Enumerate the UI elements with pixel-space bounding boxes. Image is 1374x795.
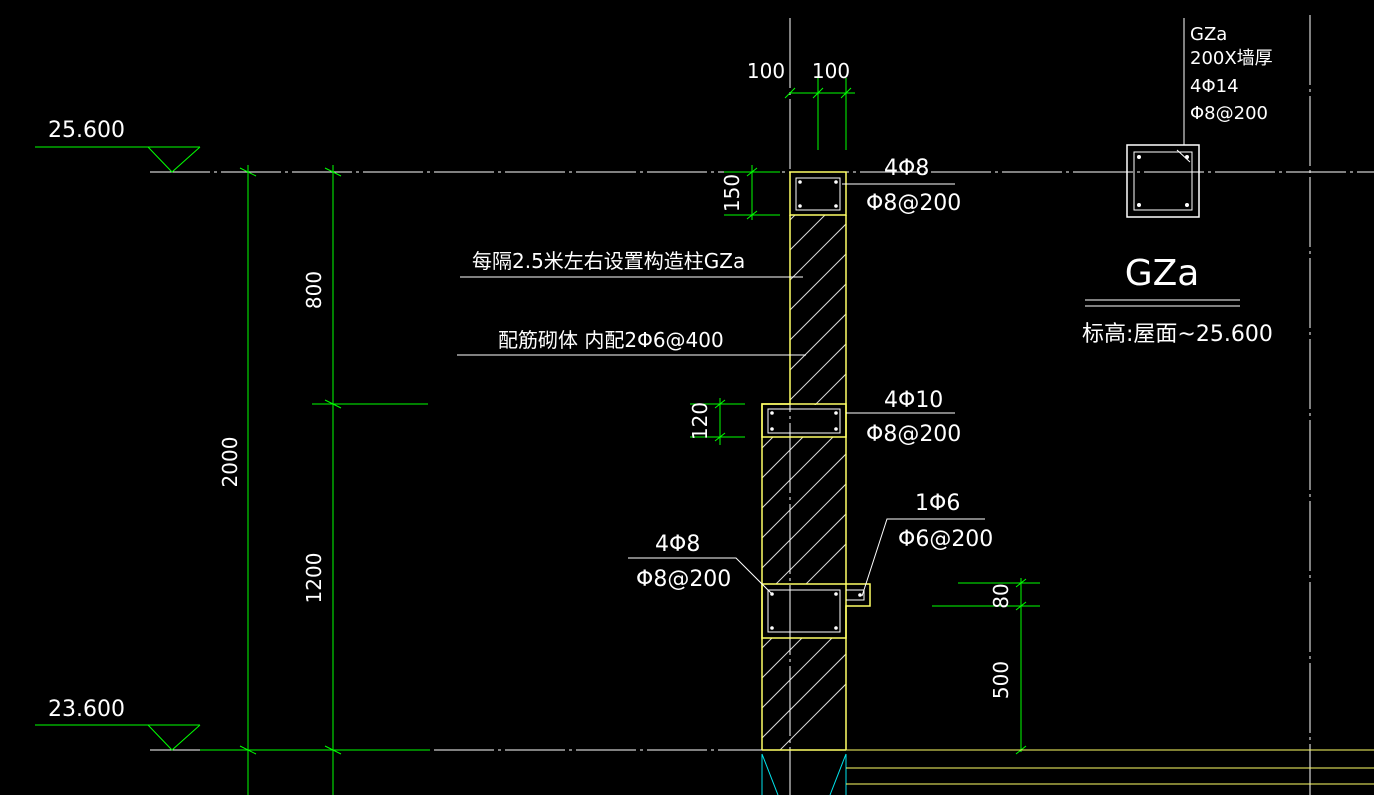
wall-section bbox=[720, 171, 1374, 795]
detail-stirrup: Φ8@200 bbox=[1190, 103, 1268, 124]
leader-lines bbox=[457, 183, 985, 597]
dim-mid-beam-height: 120 bbox=[688, 402, 712, 440]
top-beam-stirrup: Φ8@200 bbox=[866, 191, 961, 216]
column-detail-gza: GZa 200X墙厚 4Φ14 Φ8@200 GZa 标高:屋面~25.600 bbox=[1082, 18, 1273, 347]
annotation-texts: 每隔2.5米左右设置构造柱GZa 配筋砌体 内配2Φ6@400 4Φ8 Φ8@2… bbox=[472, 156, 993, 592]
dim-top-right-width: 100 bbox=[812, 59, 850, 83]
detail-name-small: GZa bbox=[1190, 24, 1227, 45]
bottom-beam-stirrup: Φ8@200 bbox=[636, 567, 731, 592]
rebar-dots bbox=[770, 180, 862, 630]
dim-top-beam-height: 150 bbox=[720, 174, 744, 212]
top-beam-outline bbox=[789, 171, 847, 216]
mid-beam-rebar-cage bbox=[767, 408, 841, 434]
elevation-marker-top: 25.600 bbox=[35, 118, 201, 173]
masonry-note: 配筋砌体 内配2Φ6@400 bbox=[498, 328, 724, 352]
slab-lines bbox=[846, 749, 1374, 785]
mid-beam-main-bar: 4Φ10 bbox=[884, 388, 943, 413]
bottom-beam-main-bar: 4Φ8 bbox=[655, 532, 700, 557]
ledge-main-bar: 1Φ6 bbox=[915, 491, 960, 516]
dim-lower-segment: 1200 bbox=[302, 553, 326, 604]
detail-main-bar: 4Φ14 bbox=[1190, 76, 1239, 97]
detail-title: GZa bbox=[1125, 253, 1200, 294]
detail-size: 200X墙厚 bbox=[1190, 48, 1273, 69]
top-beam-main-bar: 4Φ8 bbox=[884, 156, 929, 181]
dim-ledge-elevation: 500 bbox=[989, 661, 1013, 699]
dim-top-left-width: 100 bbox=[747, 59, 785, 83]
base-hatch bbox=[762, 638, 846, 750]
ledge-stirrup: Φ6@200 bbox=[898, 527, 993, 552]
dim-total-height: 2000 bbox=[218, 437, 242, 488]
dim-upper-segment: 800 bbox=[302, 271, 326, 309]
mid-beam-stirrup: Φ8@200 bbox=[866, 422, 961, 447]
elevation-bottom-label: 23.600 bbox=[48, 697, 125, 722]
lower-hatch bbox=[762, 437, 846, 584]
detail-section-outer bbox=[1126, 144, 1200, 218]
detail-section-inner bbox=[1133, 151, 1193, 211]
dimension-chains bbox=[200, 78, 1040, 795]
mid-beam-outline bbox=[761, 403, 847, 438]
dim-ledge-height: 80 bbox=[989, 583, 1013, 608]
foundation-base bbox=[761, 753, 847, 795]
bottom-beam-rebar-cage bbox=[767, 589, 841, 633]
elevation-marker-bottom: 23.600 bbox=[35, 697, 201, 751]
dimension-texts: 2000 800 1200 100 100 150 120 80 500 bbox=[218, 59, 1013, 699]
gz-note: 每隔2.5米左右设置构造柱GZa bbox=[472, 249, 745, 273]
detail-elevation-label: 标高:屋面~25.600 bbox=[1082, 322, 1273, 347]
elevation-top-label: 25.600 bbox=[48, 118, 125, 143]
top-beam-rebar-cage bbox=[795, 177, 841, 211]
